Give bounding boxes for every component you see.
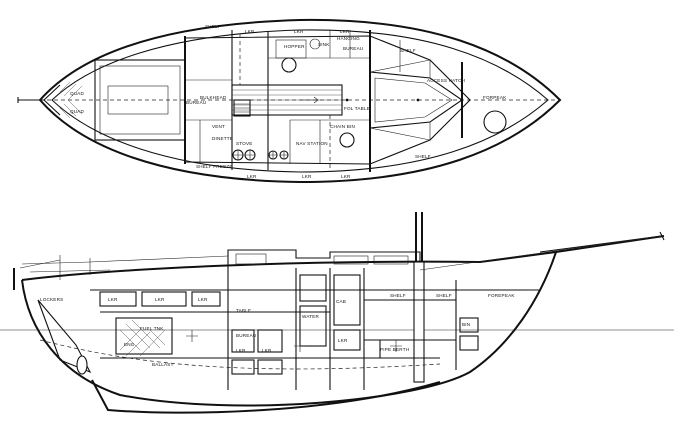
profile-label-forepeak: FOREPEAK bbox=[488, 293, 515, 298]
plan-toilet bbox=[281, 57, 297, 73]
plan-hull-inner bbox=[51, 29, 549, 173]
profile-keel bbox=[91, 379, 441, 414]
plan-companionway bbox=[233, 99, 251, 117]
profile-label-cabinet: CAB bbox=[336, 299, 346, 304]
plan-label-dinette: DINETTE bbox=[212, 136, 233, 141]
profile-rudder bbox=[37, 299, 92, 374]
plan-stern-pointer bbox=[17, 84, 61, 116]
plan-label-quad-2: QUAD bbox=[70, 109, 85, 114]
plan-label-hanging: HANGING bbox=[337, 36, 360, 41]
profile-label-pipe-berth: PIPE BERTH bbox=[380, 347, 409, 352]
profile-bowsprit bbox=[539, 231, 665, 253]
profile-engine bbox=[115, 317, 173, 355]
plan-label-chain-bin: CHAIN BIN bbox=[330, 124, 355, 129]
plan-forepeak-hatch bbox=[483, 110, 507, 134]
profile-label-lkr-4: LKR bbox=[236, 348, 246, 353]
plan-label-locker-bot-3: LKR bbox=[341, 174, 351, 179]
plan-quad-wheels bbox=[268, 150, 289, 160]
profile-galley-cabinets bbox=[231, 329, 283, 375]
plan-label-fol-table: FOL TABLE bbox=[344, 106, 370, 111]
plan-view bbox=[17, 18, 562, 184]
plan-label-locker-top-3: LKR bbox=[340, 29, 350, 34]
plan-hatching bbox=[59, 81, 83, 119]
profile-engine-hatch bbox=[119, 319, 166, 357]
profile-mast bbox=[415, 212, 423, 262]
profile-hull-bottom bbox=[21, 251, 557, 407]
profile-label-engine: ENG bbox=[124, 342, 135, 347]
plan-label-bureau: BUREAU bbox=[186, 100, 206, 105]
profile-view bbox=[0, 212, 674, 414]
plan-label-nav-station: NAV STATION bbox=[296, 141, 328, 146]
plan-label-shelf-freezer: SHELF FREEZE bbox=[196, 164, 233, 169]
profile-cabin-trunk bbox=[227, 249, 421, 268]
profile-label-lockers-aft: LOCKERS bbox=[40, 297, 63, 302]
plan-label-locker-bin: BUREAU bbox=[343, 46, 363, 51]
plan-label-bulkhead: BULKHEAD bbox=[200, 95, 227, 100]
plan-label-stove: STOVE bbox=[236, 141, 253, 146]
profile-locker-row bbox=[99, 291, 221, 307]
plan-label-locker-top-1: LKR bbox=[245, 29, 255, 34]
plan-label-vent: VENT bbox=[212, 124, 225, 129]
profile-label-lkr-3: LKR bbox=[198, 297, 208, 302]
profile-label-shelf-1: SHELF bbox=[390, 293, 406, 298]
plan-label-sink: SINK bbox=[318, 42, 330, 47]
profile-label-table: TABLE bbox=[236, 308, 251, 313]
profile-label-lkr-6: LKR bbox=[338, 338, 348, 343]
plan-labels: SHELF LKR LKR LKR HOPPER SINK HANGING BU… bbox=[70, 24, 507, 179]
profile-forestay bbox=[419, 235, 663, 271]
plan-cabin-sole bbox=[231, 84, 343, 116]
plan-stove bbox=[232, 149, 256, 161]
plan-cabin-trunk bbox=[184, 35, 471, 165]
profile-label-bureau: BUREAU bbox=[236, 333, 256, 338]
plan-label-forepeak: FORPEAK bbox=[483, 95, 507, 100]
profile-hanging-locker bbox=[299, 274, 361, 351]
plan-label-shelf-top: SHELF bbox=[205, 24, 221, 29]
profile-propeller bbox=[76, 355, 88, 375]
plan-label-locker-top-2: LKR bbox=[294, 29, 304, 34]
profile-label-lkr-1: LKR bbox=[108, 297, 118, 302]
profile-bilge-line bbox=[39, 339, 441, 370]
plan-label-quad-1: QUAD bbox=[70, 91, 85, 96]
profile-label-lkr-2: LKR bbox=[155, 297, 165, 302]
plan-label-shelf-fwd: SHELF bbox=[400, 48, 416, 53]
plan-label-shelf-low: SHELF bbox=[415, 154, 431, 159]
profile-label-ballast: BALLAST bbox=[152, 362, 174, 367]
profile-label-fuel-tank: FUEL TNK bbox=[140, 326, 164, 331]
plan-v-berth bbox=[369, 71, 463, 129]
profile-lifelines bbox=[21, 255, 229, 273]
profile-label-bin: BIN bbox=[462, 322, 470, 327]
profile-sheer bbox=[21, 235, 665, 281]
plan-label-access-hatch: ACCESS HATCH bbox=[427, 78, 465, 83]
profile-label-shelf-2: SHELF bbox=[436, 293, 452, 298]
profile-label-water: WATER bbox=[302, 314, 320, 319]
plan-sink bbox=[339, 132, 355, 148]
plan-label-locker-bot-1: LKR bbox=[247, 174, 257, 179]
profile-label-lkr-5: LKR bbox=[262, 348, 272, 353]
profile-labels: LOCKERS LKR LKR LKR SHELF SHELF FOREPEAK… bbox=[40, 293, 515, 367]
plan-label-hopper: HOPPER bbox=[284, 44, 305, 49]
plan-label-locker-bot-2: LKR bbox=[302, 174, 312, 179]
